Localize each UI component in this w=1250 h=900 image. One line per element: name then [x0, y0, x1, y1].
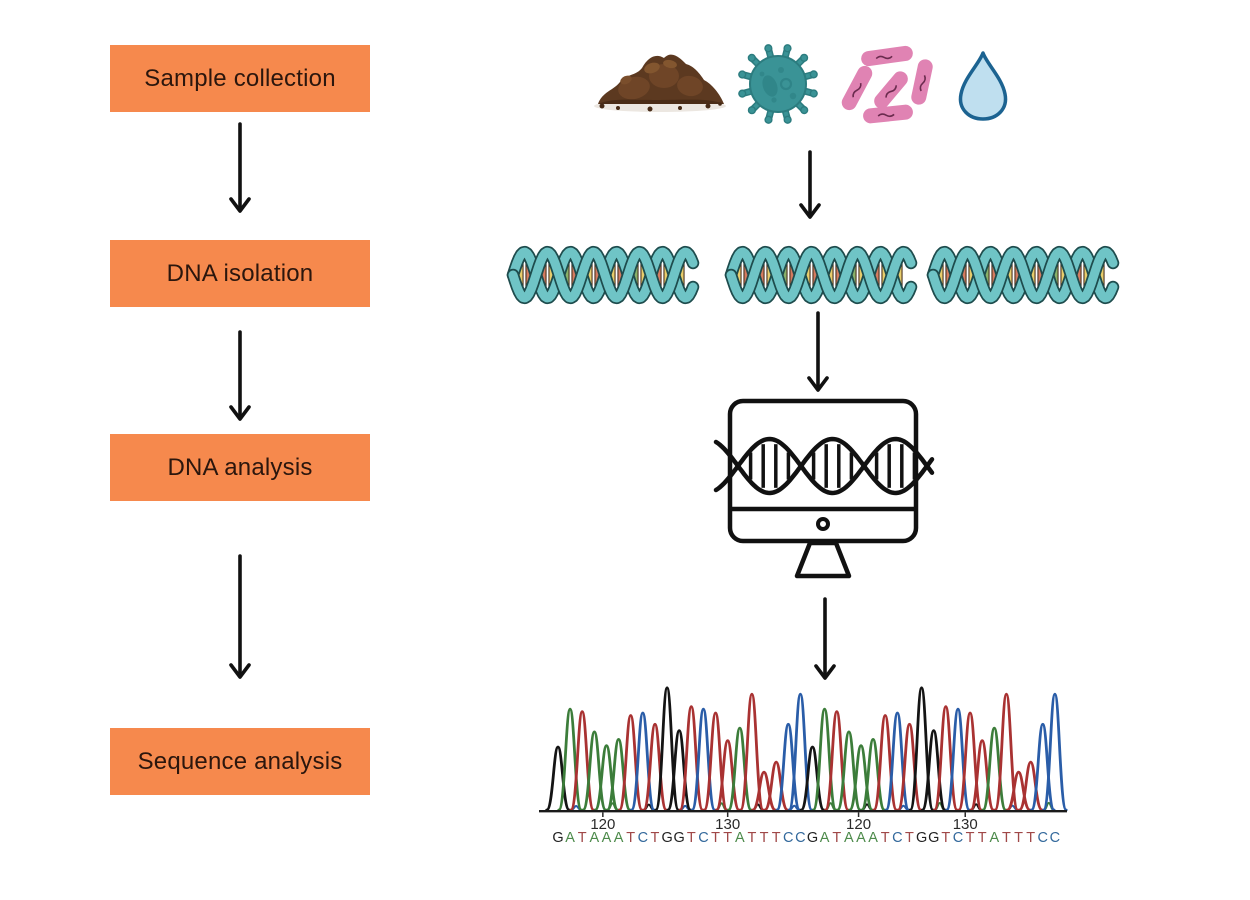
svg-text:A: A: [844, 830, 854, 846]
soil-pile-icon: [594, 54, 726, 112]
dna-analysis-monitor-icon: [713, 398, 935, 579]
step-label: DNA isolation: [166, 259, 314, 287]
svg-text:T: T: [760, 830, 769, 846]
svg-text:A: A: [868, 830, 878, 846]
svg-text:120: 120: [590, 816, 615, 833]
step-label: DNA analysis: [167, 453, 313, 481]
svg-text:T: T: [1026, 830, 1035, 846]
svg-text:A: A: [614, 830, 624, 846]
svg-text:C: C: [1038, 830, 1048, 846]
svg-text:T: T: [651, 830, 660, 846]
down-arrow-icon: [229, 554, 251, 679]
svg-text:T: T: [687, 830, 696, 846]
step-label: Sequence analysis: [137, 747, 343, 775]
svg-text:T: T: [711, 830, 720, 846]
svg-text:T: T: [578, 830, 587, 846]
svg-text:T: T: [626, 830, 635, 846]
svg-text:C: C: [892, 830, 902, 846]
svg-text:A: A: [989, 830, 999, 846]
water-droplet-icon: [958, 51, 1008, 121]
svg-text:G: G: [674, 830, 685, 846]
step-label: Sample collection: [144, 64, 336, 92]
virus-icon: [738, 44, 818, 124]
svg-text:G: G: [928, 830, 939, 846]
down-arrow-icon: [807, 311, 829, 392]
step-box-dna-isolation: DNA isolation: [110, 240, 370, 307]
svg-text:G: G: [916, 830, 927, 846]
svg-text:T: T: [723, 830, 732, 846]
svg-text:C: C: [638, 830, 648, 846]
svg-text:T: T: [1002, 830, 1011, 846]
svg-text:C: C: [1050, 830, 1060, 846]
svg-text:C: C: [795, 830, 805, 846]
svg-text:T: T: [905, 830, 914, 846]
svg-text:A: A: [820, 830, 830, 846]
down-arrow-icon: [799, 150, 821, 219]
svg-text:A: A: [565, 830, 575, 846]
svg-text:T: T: [881, 830, 890, 846]
step-box-dna-analysis: DNA analysis: [110, 434, 370, 501]
svg-text:120: 120: [846, 816, 871, 833]
svg-text:A: A: [735, 830, 745, 846]
svg-text:T: T: [966, 830, 975, 846]
svg-text:G: G: [661, 830, 672, 846]
svg-text:T: T: [832, 830, 841, 846]
dna-helix-illustration: [926, 245, 1120, 305]
svg-text:C: C: [783, 830, 793, 846]
svg-text:T: T: [772, 830, 781, 846]
svg-text:A: A: [602, 830, 612, 846]
down-arrow-icon: [229, 122, 251, 213]
svg-text:T: T: [941, 830, 950, 846]
svg-text:G: G: [807, 830, 818, 846]
down-arrow-icon: [814, 597, 836, 680]
svg-text:T: T: [747, 830, 756, 846]
svg-text:C: C: [953, 830, 963, 846]
dna-helix-illustration: [506, 245, 700, 305]
down-arrow-icon: [229, 330, 251, 421]
svg-text:C: C: [698, 830, 708, 846]
svg-text:130: 130: [715, 816, 740, 833]
svg-text:T: T: [1014, 830, 1023, 846]
svg-text:130: 130: [953, 816, 978, 833]
svg-text:A: A: [590, 830, 600, 846]
svg-text:G: G: [552, 830, 563, 846]
step-box-sequence-analysis: Sequence analysis: [110, 728, 370, 795]
svg-text:A: A: [856, 830, 866, 846]
svg-text:T: T: [978, 830, 987, 846]
dna-helix-illustration: [724, 245, 918, 305]
bacteria-icon: [841, 45, 933, 124]
step-box-sample-collection: Sample collection: [110, 45, 370, 112]
